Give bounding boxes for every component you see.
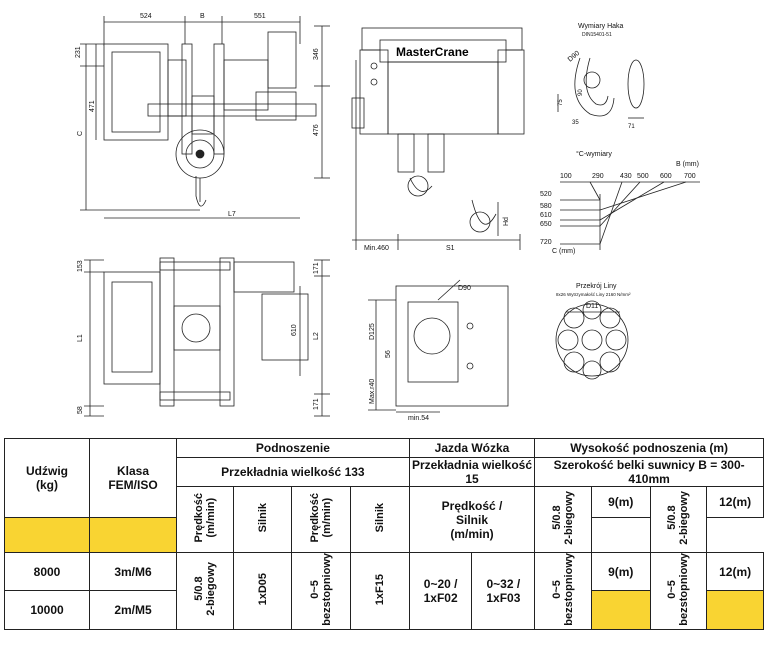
dim-l7: L7 — [228, 211, 236, 218]
header-5-08-b: 5/0.8 2-biegowy — [649, 486, 708, 553]
c-b-600: 600 — [660, 173, 672, 180]
dim-s1: S1 — [446, 245, 455, 252]
hook-title: Wymiary Haka — [578, 23, 624, 30]
b-12m: 12(m) — [706, 551, 764, 592]
header-silnik-1: Silnik — [232, 486, 293, 553]
header-klasa: Klasa FEM/ISO — [88, 438, 178, 518]
hook-detail — [557, 57, 645, 119]
detail-56: 56 — [385, 350, 392, 358]
dim-min460: Min.460 — [364, 245, 389, 252]
rope-cross-section — [555, 300, 629, 380]
hook-standard: DIN15401-51 — [582, 32, 612, 38]
plan-view — [84, 257, 330, 417]
c-dimension-diagram — [560, 181, 700, 250]
b-var-b: 0~5 bezstopniowy — [649, 552, 708, 630]
c-b-290: 290 — [592, 173, 604, 180]
dim-top-b: B — [200, 13, 205, 20]
rope-d11: D11 — [586, 303, 598, 310]
c-val-610: 610 — [540, 212, 552, 219]
header-udzwig: Udźwig (kg) — [4, 438, 90, 518]
highlight-cell-3 — [590, 590, 651, 630]
trolley-f03: 0~32 / 1xF03 — [471, 552, 536, 630]
header-podnoszenie: Podnoszenie — [176, 438, 410, 458]
b-9m: 9(m) — [590, 551, 651, 592]
hook-dim-71: 71 — [628, 124, 635, 130]
c-b-label: B (mm) — [676, 161, 699, 168]
hook-dim-75: 75 — [558, 99, 564, 106]
c-val-580: 580 — [540, 203, 552, 210]
plan-dim-610: 610 — [291, 324, 298, 336]
c-b-700: 700 — [684, 173, 696, 180]
c-b-430: 430 — [620, 173, 632, 180]
side-view — [351, 27, 525, 250]
header-5-08-a: 5/0.8 2-biegowy — [534, 486, 592, 553]
spec-table: Udźwig (kg) Klasa FEM/ISO Podnoszenie Ja… — [4, 438, 764, 630]
plan-dim-153: 153 — [77, 260, 84, 272]
dim-top-551: 551 — [254, 13, 266, 20]
c-axis-label: C (mm) — [552, 248, 575, 255]
dim-right-346: 346 — [313, 48, 320, 60]
dim-hd: Hd — [503, 217, 510, 226]
header-przekladnia-15: Przekładnia wielkość 15 — [408, 457, 536, 487]
c-val-650: 650 — [540, 221, 552, 228]
trolley-f02: 0~20 / 1xF02 — [408, 552, 473, 630]
header-12m: 12(m) — [706, 486, 764, 518]
highlight-cell-1 — [4, 517, 90, 553]
detail-d90: D90 — [458, 285, 471, 292]
dim-left-471: 471 — [89, 100, 96, 112]
detail-maxr40: Max.r40 — [369, 379, 376, 404]
c-title: °C-wymiary — [576, 150, 612, 158]
hook-dim-90: 90 — [578, 89, 584, 96]
row-klasa-m6: 3m/M6 — [88, 551, 178, 592]
detail-min54: min.54 — [408, 415, 429, 422]
header-jazda: Jazda Wózka — [408, 438, 536, 458]
row-udzwig-10000: 10000 — [4, 590, 90, 630]
dim-top-524: 524 — [140, 13, 152, 20]
row-udzwig-8000: 8000 — [4, 551, 90, 592]
rope-title: Przekrój Liny — [576, 283, 617, 290]
front-view — [80, 16, 330, 219]
plan-dim-171b: 171 — [313, 398, 320, 410]
detail-d125: D125 — [369, 323, 376, 340]
dim-right-476: 476 — [313, 124, 320, 136]
hook-dim-35: 35 — [572, 120, 579, 126]
header-predkosc-1: Prędkość (m/min) — [176, 486, 234, 553]
lift-motor-d05: 1xD05 — [232, 552, 293, 630]
lift-speed-variable: 0~5 bezstopniowy — [291, 552, 352, 630]
rope-spec: 8x26 Wytrzymałość Liny 2160 N/mm² — [556, 292, 631, 297]
row-klasa-m5: 2m/M5 — [88, 590, 178, 630]
detail-view — [368, 279, 509, 413]
c-val-520: 520 — [540, 191, 552, 198]
header-predkosc-silnik: Prędkość / Silnik (m/min) — [408, 486, 536, 553]
plan-dim-l2: L2 — [313, 332, 320, 340]
header-przekladnia-133: Przekładnia wielkość 133 — [176, 457, 410, 487]
dim-left-c: C — [77, 131, 84, 136]
plan-dim-58: 58 — [77, 406, 84, 414]
b-var-a: 0~5 bezstopniowy — [534, 552, 592, 630]
highlight-cell-2 — [88, 517, 178, 553]
header-wysokosc: Wysokość podnoszenia (m) — [534, 438, 764, 458]
plan-dim-l1: L1 — [77, 334, 84, 342]
c-b-100: 100 — [560, 173, 572, 180]
lift-motor-f15: 1xF15 — [350, 552, 410, 630]
header-9m: 9(m) — [590, 486, 651, 518]
highlight-cell-4 — [706, 590, 764, 630]
technical-drawing: 524 B 551 231 471 C 346 476 L7 MasterCra… — [75, 13, 700, 422]
c-b-500: 500 — [637, 173, 649, 180]
header-szerokosc: Szerokość belki suwnicy B = 300-410mm — [534, 457, 764, 487]
header-silnik-2: Silnik — [350, 486, 410, 553]
brand-label: MasterCrane — [396, 45, 469, 59]
lift-speed-2speed: 5/0.8 2-biegowy — [176, 552, 234, 630]
c-val-720: 720 — [540, 239, 552, 246]
plan-dim-171a: 171 — [313, 262, 320, 274]
dim-left-231: 231 — [75, 46, 82, 58]
header-predkosc-2: Prędkość (m/min) — [291, 486, 352, 553]
